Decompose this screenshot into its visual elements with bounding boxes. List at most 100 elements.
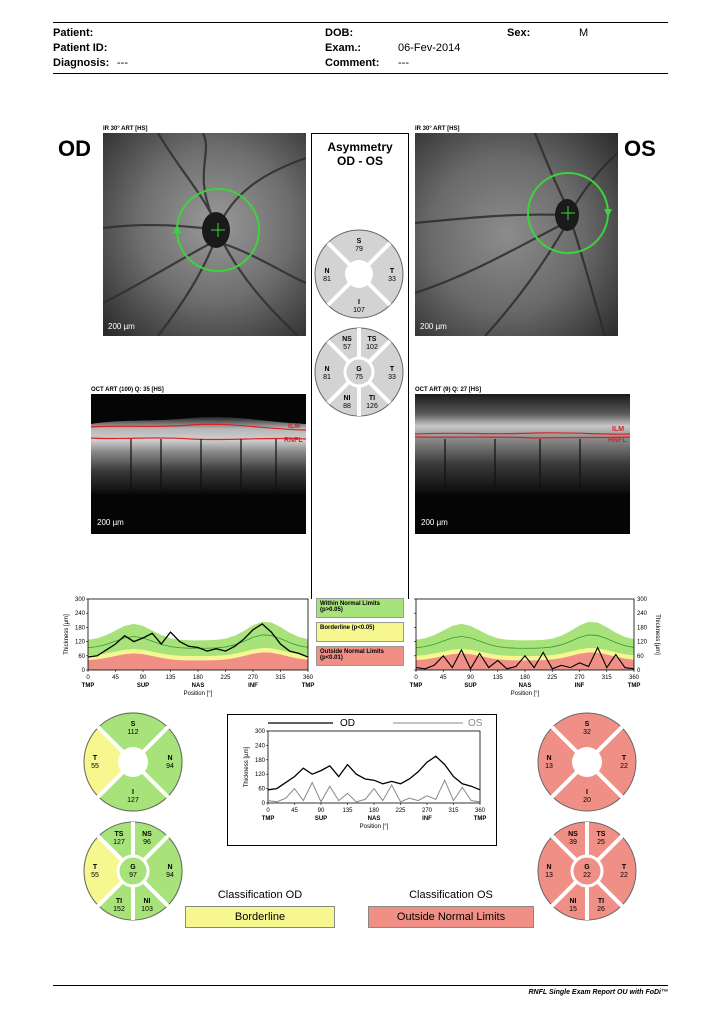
cmp-chart-plot-frame [267, 730, 481, 804]
os-chart-band-red [416, 652, 634, 670]
os-s-ns-value: 39 [569, 839, 577, 846]
od-s-ni-label: NI [144, 898, 151, 905]
od-chart-ylabel: Thickness [µm] [64, 614, 70, 655]
exam-value: 06-Fev-2014 [398, 42, 461, 54]
os-chart-ylabel: Thickness [µm] [654, 614, 660, 655]
od-chart-series-0 [87, 623, 309, 658]
asym-q-t-label: T [390, 268, 395, 275]
asym-s-ns-label: NS [342, 336, 352, 343]
header-top-rule [53, 22, 668, 23]
od-q-t-label: T [93, 755, 98, 762]
cmp-chart-region-0: TMP [262, 816, 275, 822]
od-chart-region-1: SUP [137, 683, 149, 689]
od-q-s-label: S [131, 721, 136, 728]
od-eye-label: OD [58, 136, 91, 161]
od-chart-region-3: INF [248, 683, 258, 689]
classification-od-value: Borderline [185, 906, 335, 928]
od-chart-ytick-label-240: 240 [75, 611, 86, 617]
os-q-t-value: 22 [620, 763, 628, 770]
od-oct-label: OCT ART (100) Q: 35 [HS] [91, 387, 164, 393]
os-ir-label: IR 30° ART [HS] [415, 126, 460, 132]
os-q-s-label: S [585, 721, 590, 728]
os-s-ti-label: TI [598, 898, 604, 905]
asym-s-ni-value: 88 [343, 403, 351, 410]
os-chart-xtick-label-0: 0 [414, 675, 418, 681]
asym-s-ts-value: 102 [366, 344, 378, 351]
od-fundus-image: 200 µm [103, 133, 306, 336]
asymmetry-subtitle: OD - OS [336, 154, 383, 168]
od-s-ti-value: 152 [113, 906, 125, 913]
od-chart-xtick-label-90: 90 [140, 675, 147, 681]
os-chart-ytick-label-right-240: 240 [637, 611, 648, 617]
asym-q-i-label: I [358, 299, 360, 306]
od-s-ts-label: TS [115, 831, 124, 838]
od-chart-ytick-label-120: 120 [75, 640, 86, 646]
od-s-g-value: 97 [129, 872, 137, 879]
cmp-chart-series-1 [267, 778, 481, 803]
od-sector-disc: TS 127 NS 96 T 55 G 97 N 94 TI 152 NI 10… [83, 821, 183, 921]
os-chart-ytick-label-right-0: 0 [637, 668, 641, 674]
os-chart-region-0: TMP [410, 683, 423, 689]
od-chart-band-red [88, 652, 308, 670]
cmp-chart-xtick-label-90: 90 [318, 808, 325, 814]
od-chart-xtick-label-45: 45 [112, 675, 119, 681]
asym-s-n-value: 81 [323, 374, 331, 381]
od-q-n-value: 94 [166, 763, 174, 770]
asymmetry-panel: Asymmetry OD - OS [311, 133, 409, 599]
asym-q-n-value: 81 [323, 276, 331, 283]
od-s-t-value: 55 [91, 872, 99, 879]
os-s-ns-label: NS [568, 831, 578, 838]
od-oct-scan: ILM RNFL 200 µm [91, 394, 306, 534]
od-chart-xtick-label-0: 0 [86, 675, 90, 681]
od-s-g-label: G [130, 864, 136, 871]
sex-label: Sex: [507, 27, 531, 39]
os-q-i-label: I [586, 789, 588, 796]
od-chart-region-2: NAS [192, 683, 205, 689]
os-s-ni-value: 15 [569, 906, 577, 913]
cmp-chart-xtick-label-0: 0 [266, 808, 270, 814]
os-fundus-image: 200 µm [415, 133, 618, 336]
patient-id-label: Patient ID: [53, 42, 108, 54]
asym-q-n-label: N [324, 268, 329, 275]
od-ir-label: IR 30° ART [HS] [103, 126, 148, 132]
cmp-chart-xtick-label-270: 270 [422, 808, 433, 814]
cmp-legend-os-label: OS [468, 718, 483, 729]
os-ilm-label: ILM [612, 426, 624, 433]
legend-borderline: Borderline (p<0.05) [316, 622, 404, 642]
sex-value: M [579, 27, 589, 39]
os-chart-band-green [416, 621, 634, 657]
dob-label: DOB: [325, 27, 354, 39]
os-chart-xtick-label-315: 315 [602, 675, 613, 681]
od-chart-ytick-label-0: 0 [82, 668, 86, 674]
asym-s-g-value: 75 [355, 374, 363, 381]
compare-chart-frame [227, 714, 497, 846]
cmp-chart-xlabel: Position [°] [360, 824, 389, 830]
os-oct-label: OCT ART (9) Q: 27 [HS] [415, 387, 482, 393]
header-bottom-rule [53, 73, 668, 74]
od-s-ns-value: 96 [143, 839, 151, 846]
od-chart-ytick-label-300: 300 [75, 597, 86, 603]
od-s-n-value: 94 [166, 872, 174, 879]
od-chart-xtick-label-315: 315 [275, 675, 286, 681]
os-eye-label: OS [624, 136, 656, 161]
legend-outside-line1: Outside Normal Limits [320, 649, 385, 655]
os-chart-ytick-label-right-300: 300 [637, 597, 648, 603]
os-chart-region-1: SUP [464, 683, 476, 689]
od-s-ti-label: TI [116, 898, 122, 905]
cmp-chart-ytick-label-0: 0 [262, 801, 266, 807]
cmp-chart-series-0 [267, 755, 481, 791]
asym-s-ti-label: TI [369, 395, 375, 402]
os-s-n-label: N [546, 864, 551, 871]
od-chart-xlabel: Position [°] [184, 691, 213, 697]
od-fundus-scale: 200 µm [108, 322, 135, 331]
os-chart-ytick-label-right-120: 120 [637, 640, 648, 646]
cmp-chart-xtick-label-135: 135 [342, 808, 353, 814]
os-chart-xtick-label-225: 225 [547, 675, 558, 681]
od-chart-region-0: TMP [82, 683, 95, 689]
od-s-t-label: T [93, 864, 98, 871]
footer-text: RNFL Single Exam Report OU with FoDi™ [528, 989, 669, 996]
os-s-ti-value: 26 [597, 906, 605, 913]
asym-q-s-value: 79 [355, 246, 363, 253]
